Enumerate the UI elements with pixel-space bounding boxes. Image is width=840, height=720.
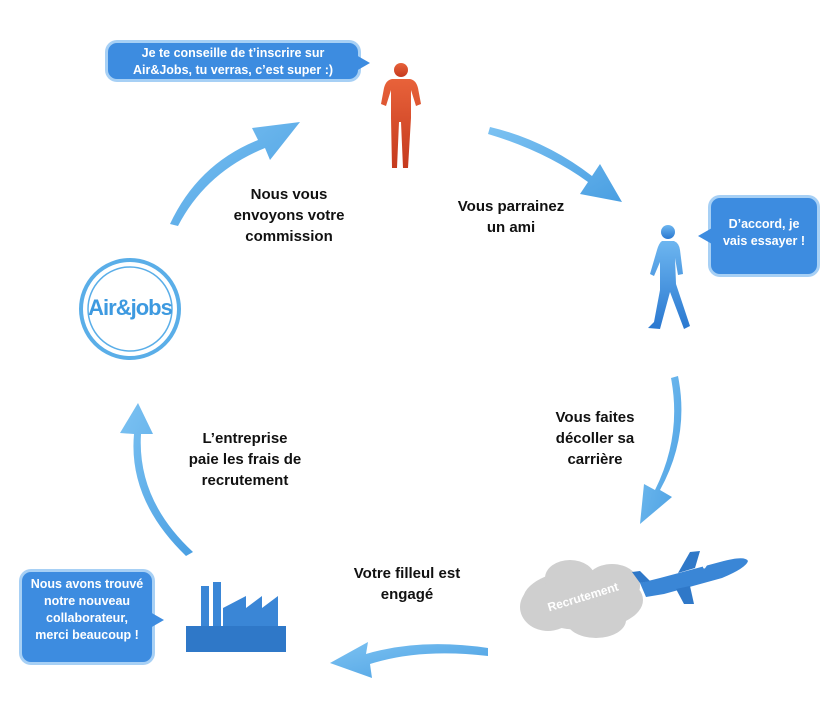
step-referral: Vous parrainez un ami bbox=[457, 198, 565, 236]
airjobs-logo-text: Air&jobs bbox=[88, 295, 173, 320]
referrer-person-icon bbox=[381, 63, 421, 168]
friend-speech-bubble: D’accord, je vais essayer ! bbox=[711, 198, 817, 274]
step-hired: Votre filleul est engagé bbox=[353, 565, 461, 603]
step-commission: Nous vous envoyons votre commission bbox=[233, 186, 345, 245]
company-speech-bubble: Nous avons trouvé notre nouveau collabor… bbox=[22, 572, 152, 662]
arrow-to-company bbox=[330, 642, 488, 678]
arrow-to-friend bbox=[488, 127, 622, 202]
friend-bubble-tail bbox=[698, 228, 712, 244]
friend-person-icon bbox=[648, 225, 690, 329]
referrer-speech-bubble: Je te conseille de t’inscrire sur Air&Jo… bbox=[108, 43, 358, 79]
arrow-to-airjobs bbox=[120, 403, 193, 556]
plane-icon bbox=[632, 551, 748, 604]
recruitment-cloud-icon bbox=[520, 560, 643, 638]
plane-check-icon: ✓ bbox=[700, 555, 714, 574]
factory-icon bbox=[186, 582, 286, 652]
airjobs-logo bbox=[79, 258, 181, 360]
company-bubble-tail bbox=[150, 612, 164, 628]
step-career: Vous faites décoller sa carrière bbox=[555, 409, 635, 468]
step-fees: L’entreprise paie les frais de recruteme… bbox=[188, 430, 302, 489]
referrer-bubble-tail bbox=[356, 55, 370, 71]
arrow-to-recruitment bbox=[640, 376, 682, 524]
arrow-to-referrer bbox=[170, 122, 300, 226]
